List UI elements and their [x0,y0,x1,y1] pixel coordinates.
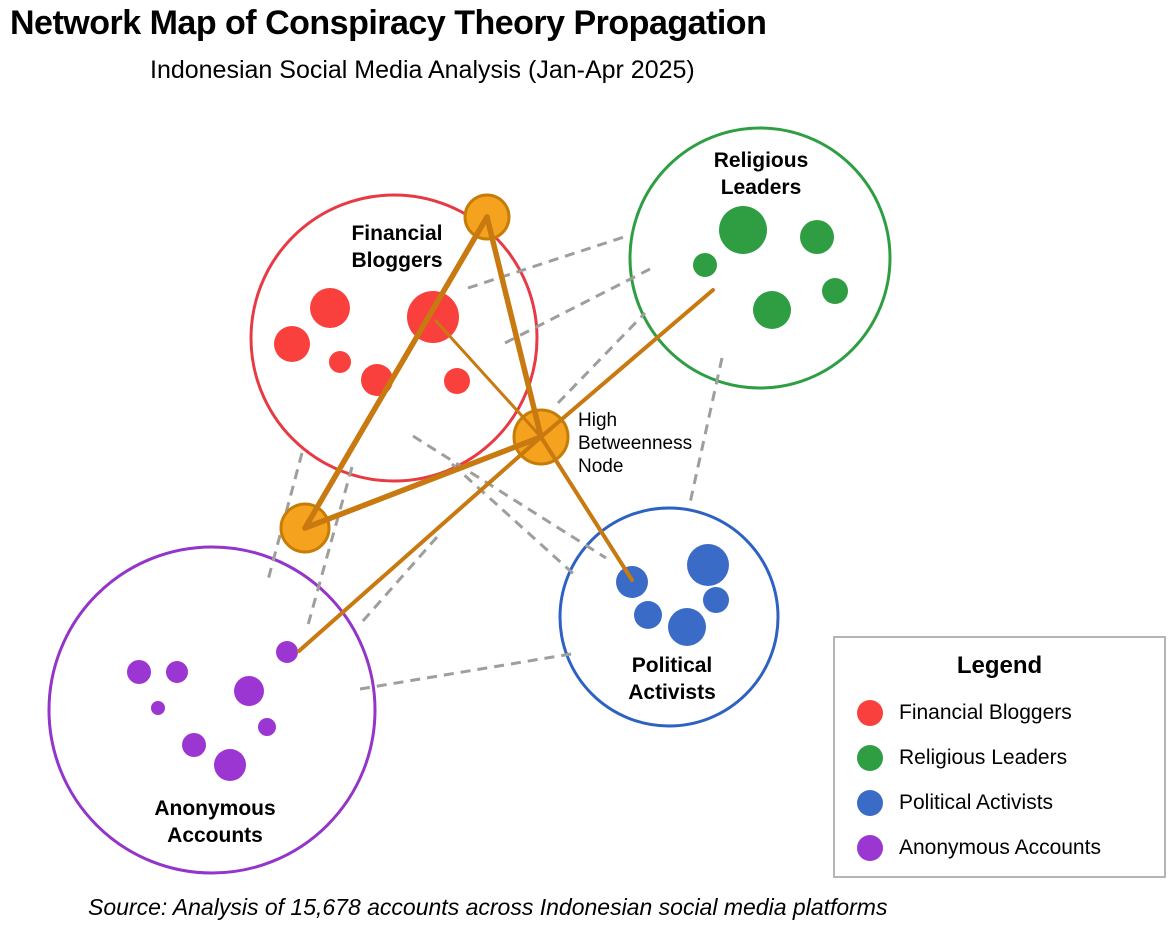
node-anonymous-accounts [234,676,264,706]
node-financial-bloggers [329,351,351,373]
legend-label: Political Activists [899,790,1054,814]
legend-dot-red [857,699,883,726]
solid-propagation-edge [297,435,543,653]
page-title: Network Map of Conspiracy Theory Propaga… [10,4,767,42]
community-label-anonymous-accounts: Anonymous [154,797,275,820]
node-political-activists [616,566,648,598]
node-anonymous-accounts [127,660,151,684]
hub-label: Node [578,456,623,477]
solid-propagation-edge [539,288,715,439]
node-political-activists [687,544,729,586]
node-financial-bloggers [310,288,350,328]
legend-box: Legend Financial Bloggers Religious Lead… [833,636,1166,878]
node-anonymous-accounts [151,701,165,715]
legend-dot-green [857,744,883,771]
legend-label: Financial Bloggers [899,700,1072,724]
solid-propagation-edge [302,434,544,531]
page-subtitle: Indonesian Social Media Analysis (Jan-Ap… [150,56,695,84]
community-ring-political-activists [558,506,780,728]
dashed-tie-edge [306,466,354,626]
community-ring-financial-bloggers [249,193,539,483]
community-label-religious-leaders: Leaders [721,176,802,199]
community-label-political-activists: Activists [628,681,716,704]
legend-label: Religious Leaders [899,745,1068,769]
dashed-tie-edge [467,234,628,290]
node-religious-leaders [693,253,717,277]
solid-propagation-edge [484,214,544,440]
node-political-activists [703,587,729,613]
node-anonymous-accounts [258,718,276,736]
dashed-tie-edge [412,434,607,560]
node-political-activists [668,608,706,646]
legend-title: Legend [956,652,1043,679]
node-financial-bloggers [274,326,310,362]
node-anonymous-accounts [166,661,188,683]
legend-row-financial-bloggers: Financial Bloggers [835,690,1164,735]
community-label-financial-bloggers: Financial [351,222,442,245]
community-ring-religious-leaders [628,126,892,390]
community-label-anonymous-accounts: Accounts [167,824,263,847]
node-anonymous-accounts [276,641,298,663]
source-note: Source: Analysis of 15,678 accounts acro… [88,894,888,920]
solid-propagation-edge [302,214,490,531]
community-label-financial-bloggers: Bloggers [351,249,442,272]
node-anonymous-accounts [182,733,206,757]
legend-label: Anonymous Accounts [899,835,1101,859]
node-political-activists [634,601,662,629]
legend-items: Financial Bloggers Religious Leaders Pol… [835,690,1164,870]
dashed-tie-edge [266,452,304,581]
dashed-tie-edge [556,311,647,405]
solid-propagation-edge [434,319,543,439]
legend-row-religious-leaders: Religious Leaders [835,735,1164,780]
node-financial-bloggers [444,368,470,394]
node-religious-leaders [753,291,791,329]
dashed-tie-edge [360,536,439,623]
legend-row-anonymous-accounts: Anonymous Accounts [835,825,1164,870]
dashed-tie-edge [450,462,579,579]
community-label-political-activists: Political [632,654,713,677]
community-ring-anonymous-accounts [47,545,377,875]
dashed-tie-edge [504,267,651,345]
hub-label: Betweenness [578,433,692,454]
node-religious-leaders [822,278,848,304]
legend-dot-blue [857,789,883,816]
community-label-religious-leaders: Religious [714,149,809,172]
node-religious-leaders [800,220,834,254]
legend-dot-purple [857,834,883,861]
node-religious-leaders [719,206,767,254]
dashed-tie-edge [688,357,724,504]
dashed-tie-edge [359,651,578,691]
node-anonymous-accounts [214,749,246,781]
hub-label: High [578,410,617,431]
legend-row-political-activists: Political Activists [835,780,1164,825]
solid-propagation-edge [539,435,634,582]
